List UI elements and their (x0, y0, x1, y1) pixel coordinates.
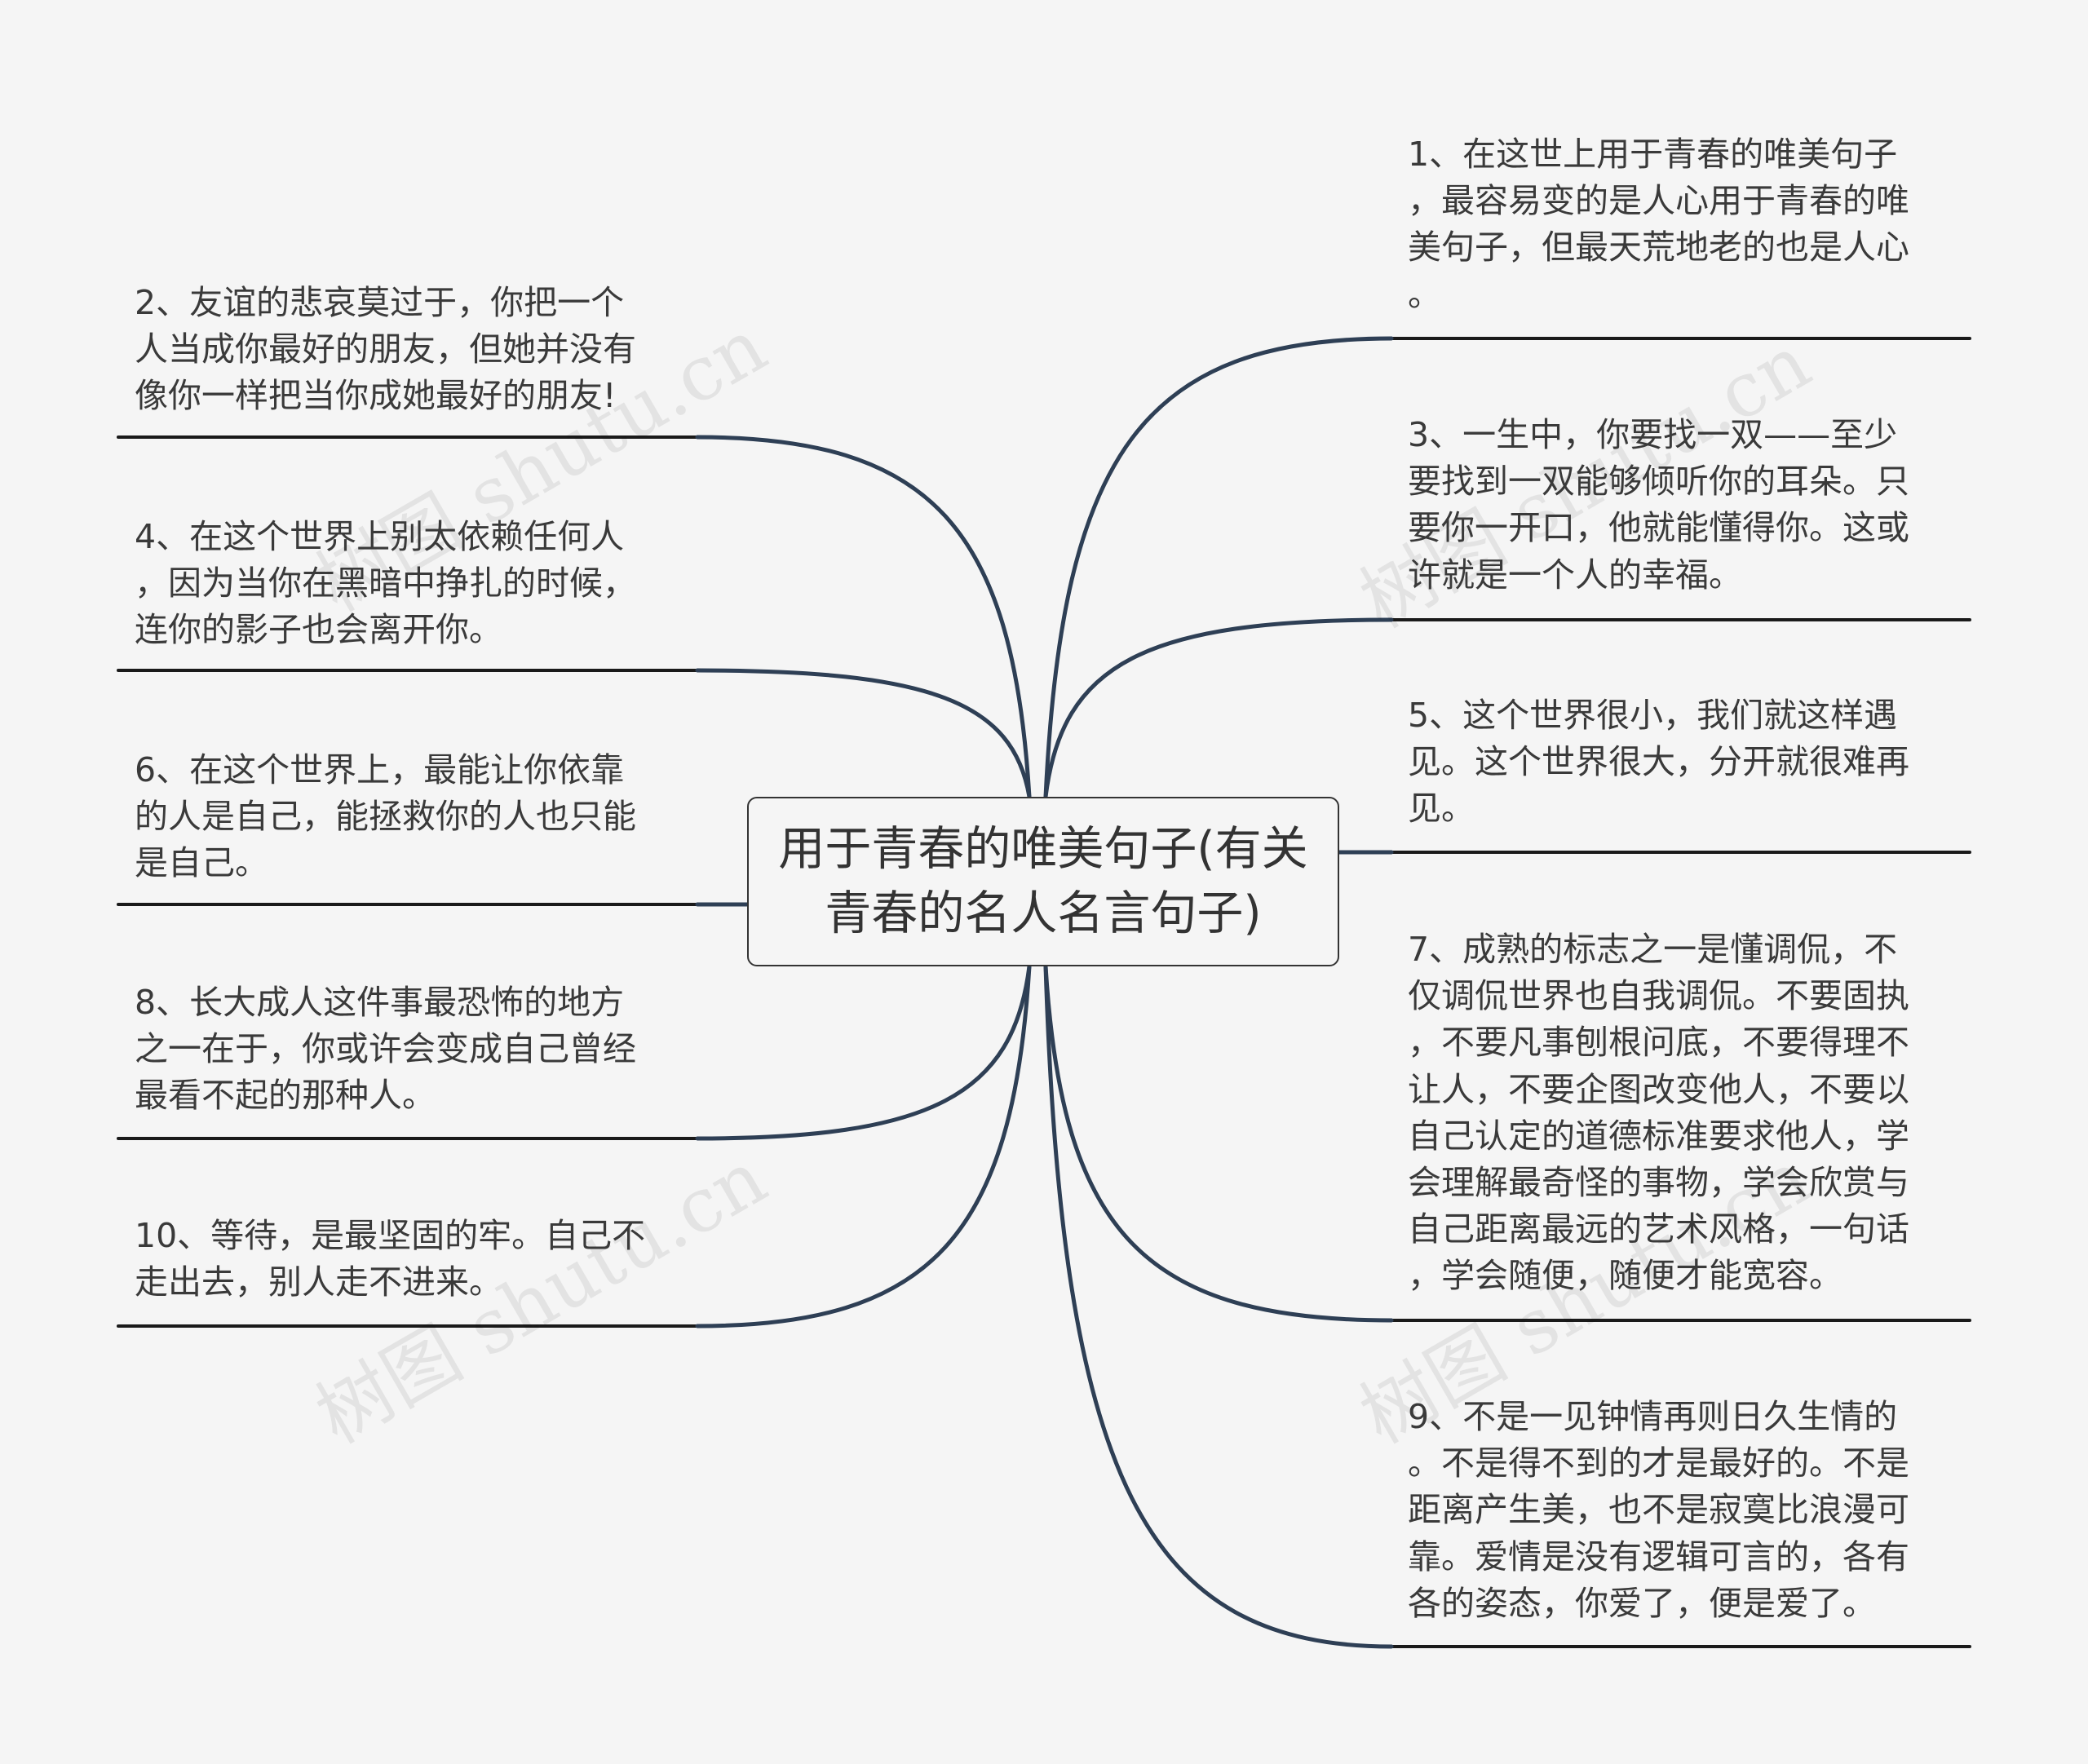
branch-connector (1043, 964, 1394, 1649)
branch-connector (1043, 617, 1394, 799)
branch-connector (695, 964, 1032, 1141)
branch-connector (695, 435, 1032, 799)
branch-topic-10[interactable]: 10、等待，是最坚固的牢。自己不 走出去，别人走不进来。 (135, 1216, 646, 1302)
branch-connector (1043, 964, 1394, 1323)
branch-topic-2[interactable]: 2、友谊的悲哀莫过于，你把一个 人当成你最好的朋友，但她并没有 像你一样把当你成… (135, 283, 636, 416)
branch-topic-7[interactable]: 7、成熟的标志之一是懂调侃，不 仅调侃世界也自我调侃。不要固执 ，不要凡事刨根问… (1408, 930, 1909, 1296)
branch-topic-9[interactable]: 9、不是一见钟情再则日久生情的 。不是得不到的才是最好的。不是 距离产生美，也不… (1408, 1397, 1909, 1623)
branch-connector (1043, 336, 1394, 799)
branch-topic-1[interactable]: 1、在这世上用于青春的唯美句子 ，最容易变的是人心用于青春的唯 美句子，但最天荒… (1408, 135, 1909, 314)
root-topic[interactable]: 用于青春的唯美句子(有关 青春的名人名言句子) (747, 797, 1339, 966)
root-topic-title: 用于青春的唯美句子(有关 青春的名人名言句子) (778, 822, 1308, 940)
branch-connector (695, 964, 1032, 1329)
branch-topic-5[interactable]: 5、这个世界很小，我们就这样遇 见。这个世界很大，分开就很难再 见。 (1408, 696, 1909, 829)
branch-topic-3[interactable]: 3、一生中，你要找一双——至少 要找到一双能够倾听你的耳朵。只 要你一开口，他就… (1408, 415, 1909, 595)
branch-topic-8[interactable]: 8、长大成人这件事最恐怖的地方 之一在于，你或许会变成自己曾经 最看不起的那种人… (135, 983, 636, 1116)
branch-topic-4[interactable]: 4、在这个世界上别太依赖任何人 ，因为当你在黑暗中挣扎的时候， 连你的影子也会离… (135, 517, 636, 650)
branch-connector (695, 668, 1032, 799)
branch-topic-6[interactable]: 6、在这个世界上，最能让你依靠 的人是自己，能拯救你的人也只能 是自己。 (135, 750, 636, 883)
